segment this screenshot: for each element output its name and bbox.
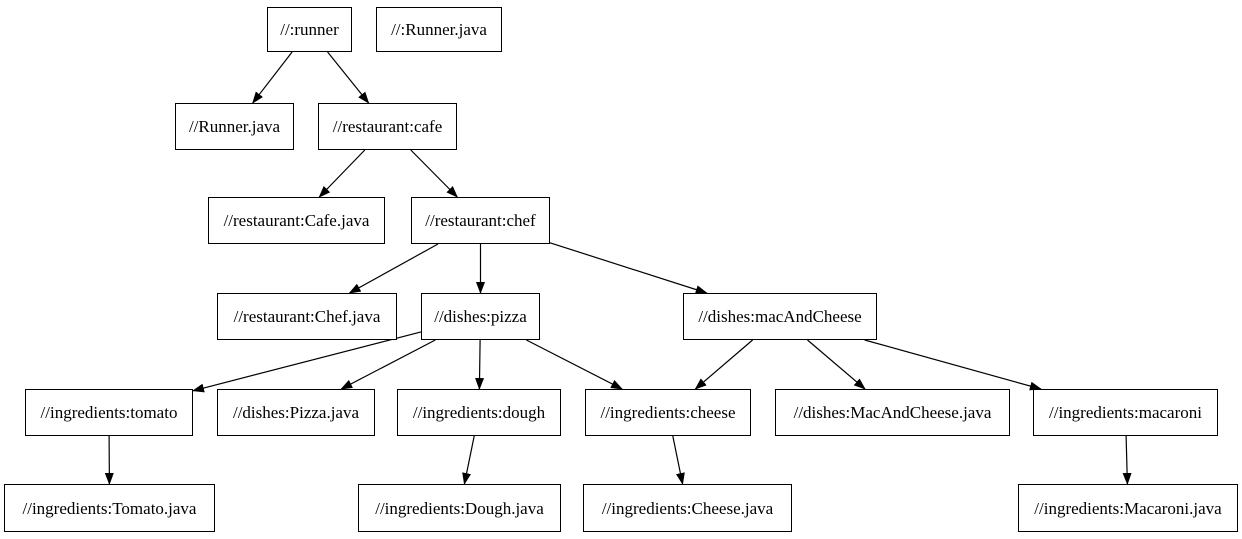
graph-node-mac-and-cheese: //dishes:macAndCheese: [683, 293, 877, 340]
graph-node-runner-java-file: //:Runner.java: [376, 7, 502, 52]
edge-pizza--cheese: [526, 339, 623, 390]
graph-node-label: //dishes:Pizza.java: [232, 403, 360, 422]
graph-node-label: //restaurant:Chef.java: [233, 307, 381, 326]
edge-pizza--dough: [475, 339, 485, 390]
graph-node-label: //ingredients:Tomato.java: [22, 498, 197, 518]
edge-macaroni--macaroni-java: [1122, 435, 1132, 485]
graph-node-tomato-java: //ingredients:Tomato.java: [4, 484, 215, 532]
graph-node-cafe: //restaurant:cafe: [318, 103, 457, 150]
graph-node-dough: //ingredients:dough: [397, 389, 561, 436]
edge-runner--cafe: [327, 51, 370, 104]
graph-node-pizza-java: //dishes:Pizza.java: [217, 389, 375, 436]
graph-node-label: //:runner: [280, 20, 339, 39]
graph-node-label: //restaurant:Cafe.java: [223, 211, 370, 230]
graph-node-label: //restaurant:chef: [425, 211, 536, 230]
graph-node-dough-java: //ingredients:Dough.java: [358, 484, 561, 532]
graph-node-label: //ingredients:tomato: [40, 403, 178, 422]
graph-node-label: //ingredients:cheese: [600, 403, 736, 422]
graph-node-pizza: //dishes:pizza: [421, 293, 540, 340]
graph-node-cheese-java: //ingredients:Cheese.java: [583, 484, 792, 532]
edge-dough--dough-java: [462, 435, 475, 485]
edges-group: [104, 51, 1132, 485]
graph-node-mac-and-cheese-java: //dishes:MacAndCheese.java: [775, 389, 1010, 436]
graph-node-label: //ingredients:dough: [412, 403, 546, 422]
edge-chef--chef-java: [348, 243, 439, 294]
edge-mac-and-cheese--macaroni: [864, 339, 1042, 391]
edge-mac-and-cheese--mac-and-cheese-java: [807, 339, 866, 390]
graph-node-cheese: //ingredients:cheese: [585, 389, 751, 436]
edge-pizza--tomato: [192, 331, 422, 393]
graph-node-label: //:Runner.java: [391, 20, 487, 39]
graph-node-macaroni: //ingredients:macaroni: [1033, 389, 1218, 436]
graph-node-cafe-java: //restaurant:Cafe.java: [208, 197, 385, 244]
graph-node-label: //ingredients:Dough.java: [375, 498, 544, 518]
graph-node-label: //dishes:MacAndCheese.java: [793, 403, 992, 422]
edge-runner--runner-java: [252, 51, 293, 104]
graph-node-chef: //restaurant:chef: [411, 197, 550, 244]
edge-pizza--pizza-java: [340, 339, 436, 390]
edge-cafe--chef: [410, 149, 459, 198]
graph-node-label: //ingredients:Cheese.java: [601, 498, 774, 518]
graph-node-label: //dishes:macAndCheese: [698, 307, 862, 326]
graph-node-label: //Runner.java: [188, 117, 281, 136]
graph-node-label: //ingredients:Macaroni.java: [1034, 498, 1222, 518]
edge-chef--mac-and-cheese: [549, 242, 708, 294]
graph-node-chef-java: //restaurant:Chef.java: [217, 293, 397, 340]
edge-cheese--cheese-java: [672, 435, 685, 485]
graph-node-label: //ingredients:macaroni: [1049, 403, 1202, 422]
graph-node-macaroni-java: //ingredients:Macaroni.java: [1018, 484, 1238, 532]
graph-node-label: //dishes:pizza: [434, 307, 527, 326]
graph-node-label: //restaurant:cafe: [332, 117, 443, 136]
graph-node-runner-java: //Runner.java: [175, 103, 294, 150]
edge-cafe--cafe-java: [318, 149, 366, 198]
edge-mac-and-cheese--cheese: [694, 339, 753, 390]
graph-node-tomato: //ingredients:tomato: [25, 389, 193, 436]
graph-node-runner: //:runner: [267, 7, 352, 52]
